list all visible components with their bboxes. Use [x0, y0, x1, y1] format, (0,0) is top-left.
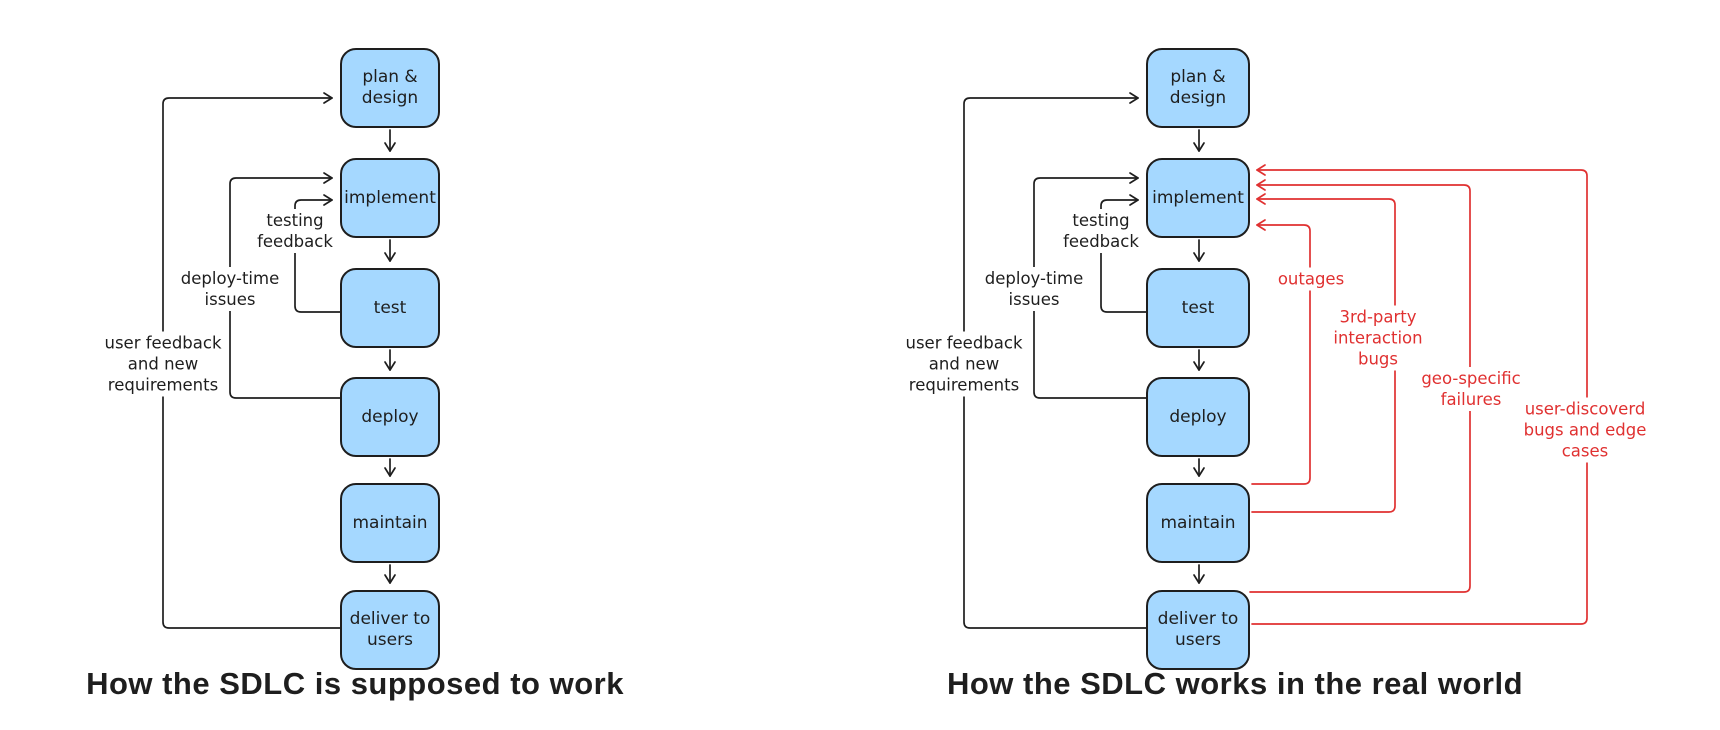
node-maintain: maintain — [340, 483, 440, 563]
label-geo-specific-failures: geo-specific failures — [1418, 367, 1524, 411]
node-label: deliver to users — [349, 609, 431, 650]
node-label: implement — [1152, 187, 1244, 208]
node-label: plan & design — [1169, 67, 1227, 108]
node-label: test — [373, 297, 407, 318]
label-testing-feedback: testing feedback — [1060, 209, 1142, 253]
label-third-party-bugs: 3rd-party interaction bugs — [1330, 305, 1426, 371]
node-maintain: maintain — [1146, 483, 1250, 563]
label-user-discovered-bugs: user-discoverd bugs and edge cases — [1517, 397, 1653, 463]
label-deploy-time-issues: deploy-time issues — [177, 267, 283, 311]
label-user-feedback: user feedback and new requirements — [101, 331, 225, 397]
node-plan-design: plan & design — [1146, 48, 1250, 128]
node-test: test — [1146, 268, 1250, 348]
node-label: deliver to users — [1157, 609, 1239, 650]
node-label: deploy — [361, 406, 419, 427]
failure-arrow-outages — [1251, 219, 1311, 485]
label-testing-feedback: testing feedback — [254, 209, 336, 253]
left-diagram-caption: How the SDLC is supposed to work — [86, 666, 624, 701]
node-label: implement — [344, 187, 436, 208]
node-deploy: deploy — [1146, 377, 1250, 457]
node-implement: implement — [340, 158, 440, 238]
label-outages: outages — [1274, 267, 1348, 291]
node-label: test — [1181, 297, 1215, 318]
node-plan-design: plan & design — [340, 48, 440, 128]
node-label: maintain — [1160, 512, 1236, 533]
right-diagram-caption: How the SDLC works in the real world — [946, 666, 1524, 701]
node-label: maintain — [352, 512, 428, 533]
node-deploy: deploy — [340, 377, 440, 457]
label-deploy-time-issues: deploy-time issues — [981, 267, 1087, 311]
node-implement: implement — [1146, 158, 1250, 238]
node-label: plan & design — [361, 67, 419, 108]
node-deliver-to-users: deliver to users — [340, 590, 440, 670]
node-deliver-to-users: deliver to users — [1146, 590, 1250, 670]
label-user-feedback: user feedback and new requirements — [902, 331, 1026, 397]
node-label: deploy — [1169, 406, 1227, 427]
node-test: test — [340, 268, 440, 348]
